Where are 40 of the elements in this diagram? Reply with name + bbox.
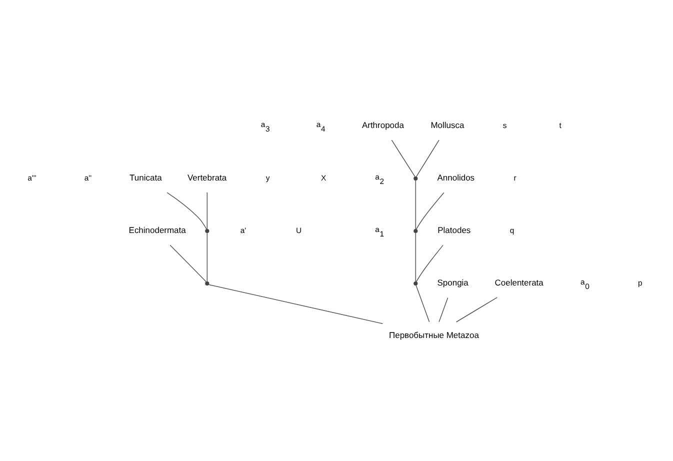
node-text: Platodes bbox=[438, 224, 471, 235]
node-point bbox=[205, 228, 210, 233]
node-point bbox=[414, 280, 418, 286]
connector bbox=[416, 244, 444, 282]
node-point bbox=[414, 228, 418, 233]
connector bbox=[170, 244, 207, 282]
connector bbox=[416, 192, 444, 230]
node-point bbox=[414, 176, 418, 180]
connector bbox=[415, 232, 416, 282]
connector bbox=[438, 296, 448, 322]
connector bbox=[208, 284, 384, 324]
connector bbox=[416, 139, 440, 177]
connector bbox=[391, 139, 416, 177]
node-text: Mollusca bbox=[430, 120, 464, 130]
node-point bbox=[205, 280, 210, 286]
node-text: Annolidos bbox=[437, 172, 475, 182]
label: a' bbox=[240, 225, 246, 234]
label: U bbox=[296, 225, 302, 234]
label: s bbox=[502, 120, 507, 130]
node-text: Echinodermata bbox=[128, 224, 186, 235]
connector bbox=[206, 232, 208, 282]
connector bbox=[166, 192, 207, 230]
label: q bbox=[510, 225, 514, 234]
connector bbox=[206, 192, 208, 229]
label: a''' bbox=[28, 172, 36, 182]
label: r bbox=[514, 172, 516, 182]
label: a'' bbox=[84, 172, 92, 182]
node-text: Coelenterata bbox=[494, 277, 544, 288]
connector bbox=[456, 296, 498, 322]
node-text: Tunicata bbox=[130, 172, 162, 182]
label: t bbox=[559, 120, 562, 130]
node-text: Первобытные Metazoa bbox=[389, 330, 479, 340]
label: y bbox=[266, 172, 270, 182]
label: X bbox=[321, 172, 326, 182]
node-text: Spongia bbox=[437, 277, 468, 288]
node-text: Arthropoda bbox=[362, 120, 404, 130]
connector bbox=[416, 284, 430, 322]
connector bbox=[415, 179, 416, 229]
label: p bbox=[638, 278, 642, 287]
node-text: Vertebrata bbox=[187, 172, 227, 182]
